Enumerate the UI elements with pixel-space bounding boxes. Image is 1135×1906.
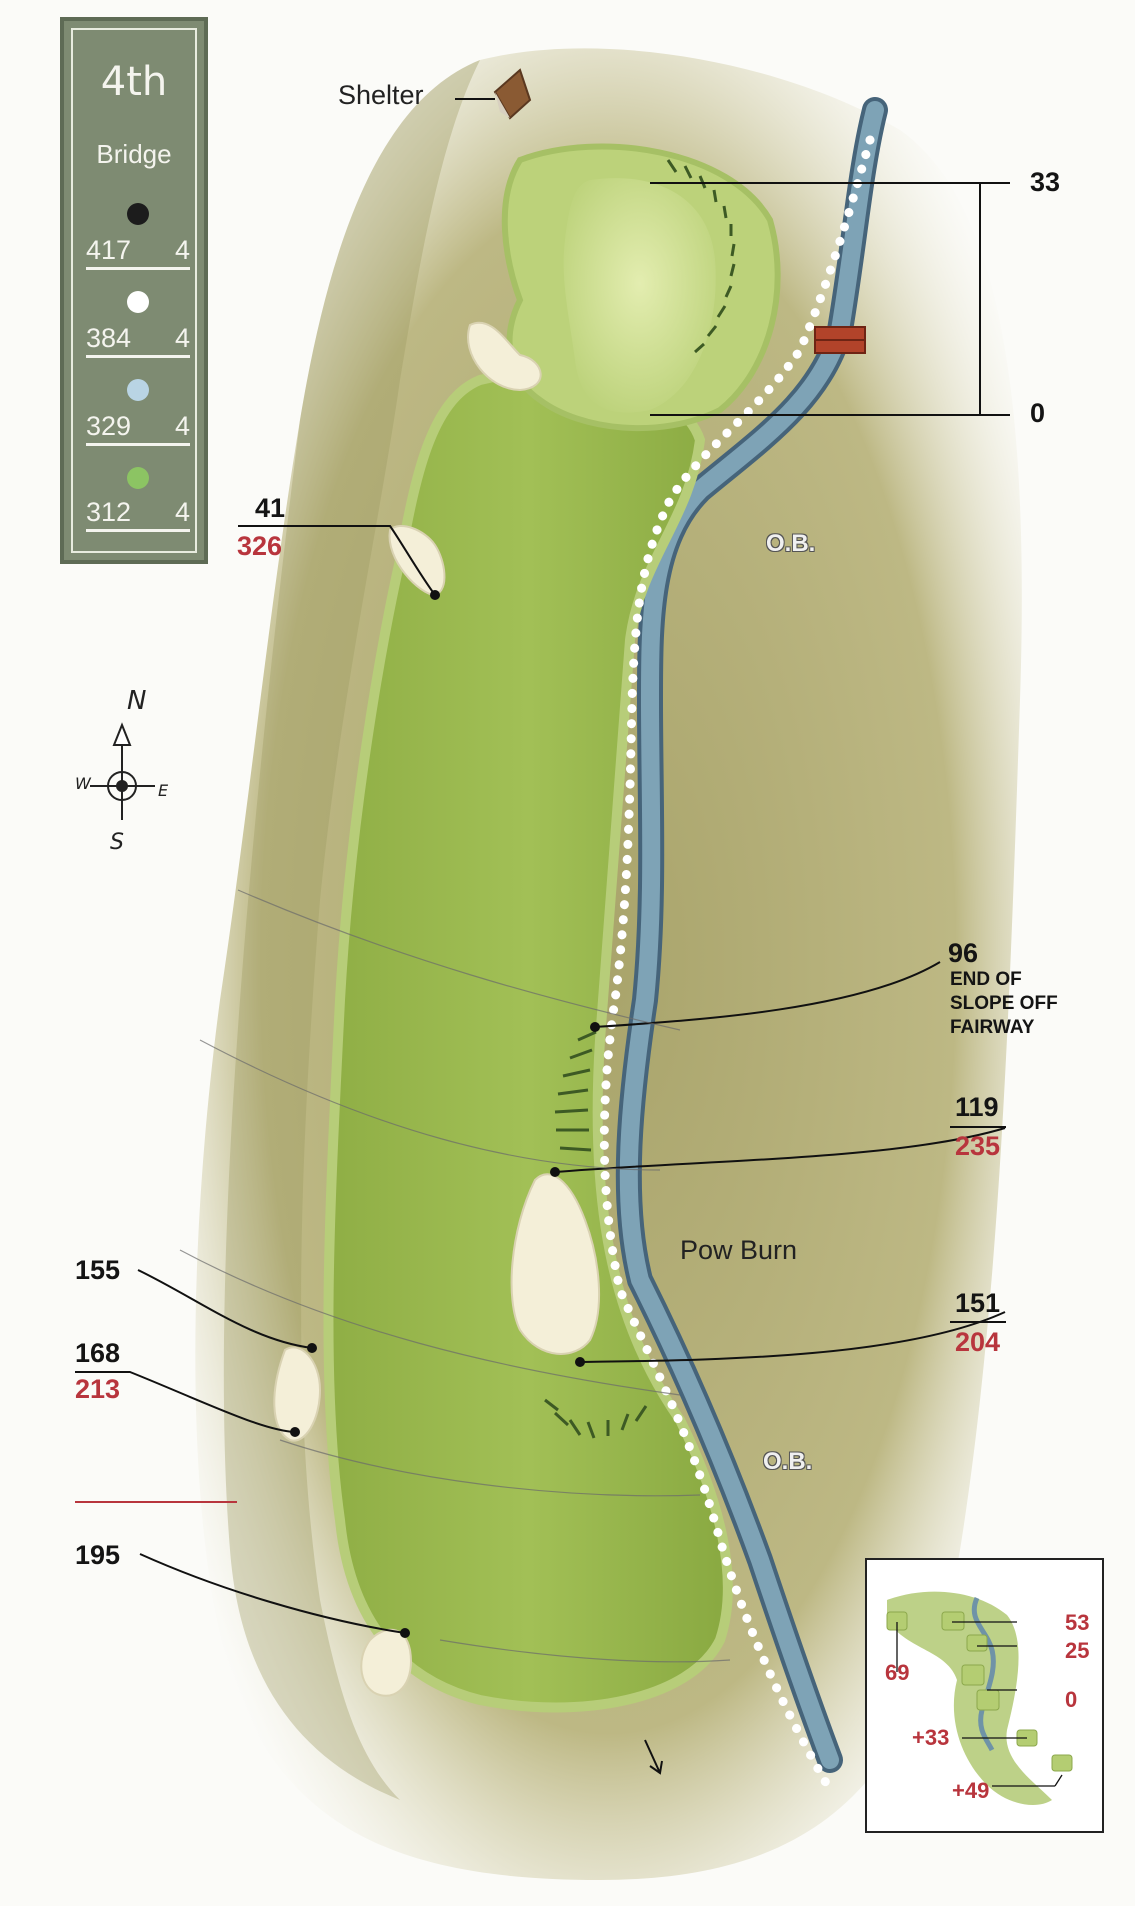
yardage-204: 204 — [955, 1327, 1001, 1357]
yardage-151: 151 — [955, 1288, 1001, 1318]
fairway — [323, 367, 733, 1713]
yardage-119-rule — [950, 1126, 1006, 1128]
out-of-bounds-line — [599, 135, 875, 1795]
tee-row-black: 417 4 — [86, 233, 190, 270]
green-depth-front: 0 — [1030, 398, 1046, 428]
yardage-155: 155 — [75, 1255, 121, 1285]
hole-info-card: 4th Bridge 417 4 384 4 329 4 312 4 — [60, 17, 208, 564]
green-inset-drawing — [886, 1591, 1073, 1805]
water-label: Pow Burn — [680, 1235, 798, 1265]
green-tee-dot — [127, 467, 149, 489]
yardage-41: 41 — [255, 493, 286, 523]
inset-label-plus33: +33 — [912, 1725, 950, 1750]
ob-label-upper: O.B. — [766, 530, 816, 557]
yardage-213: 213 — [75, 1374, 121, 1404]
distance-arcs — [179, 889, 731, 1663]
inset-label-69: 69 — [885, 1660, 910, 1685]
tee-yards: 329 — [86, 411, 132, 441]
fairway-bunker-41 — [388, 525, 446, 597]
inset-label-0: 0 — [1065, 1687, 1078, 1712]
compass-west: W — [75, 774, 91, 793]
tee-par: 4 — [174, 497, 190, 527]
green-slope-hatches — [666, 159, 736, 354]
hole-name: Bridge — [96, 139, 172, 169]
tee-row-green: 312 4 — [86, 495, 190, 532]
fairway-bunker-119 — [510, 1173, 601, 1355]
yardage-151-rule — [950, 1321, 1006, 1323]
tee-row-blue: 329 4 — [86, 409, 190, 446]
greenside-bunker — [467, 321, 542, 392]
shelter-leader — [455, 98, 495, 100]
blue-tee-dot — [127, 379, 149, 401]
tee-row-white: 384 4 — [86, 321, 190, 358]
inset-label-53: 53 — [1065, 1610, 1090, 1635]
compass-north: N — [127, 686, 147, 716]
inset-label-plus49: +49 — [952, 1778, 990, 1803]
tee-direction-arrow — [644, 1739, 663, 1775]
tee-yards: 384 — [86, 323, 132, 353]
green-depth-back: 33 — [1030, 167, 1061, 197]
green-inset-map: 53 25 0 69 +33 +49 — [865, 1558, 1104, 1833]
bunkers — [273, 321, 601, 1697]
yardage-195: 195 — [75, 1540, 121, 1570]
inset-label-25: 25 — [1065, 1638, 1090, 1663]
white-tee-dot — [127, 291, 149, 313]
compass-south: S — [110, 830, 124, 855]
ob-label-lower: O.B. — [763, 1448, 813, 1475]
yardage-235: 235 — [955, 1131, 1001, 1161]
yardage-leader-lines — [75, 525, 1006, 1634]
slope-note-1: END OF — [950, 969, 1022, 990]
compass-rose — [90, 722, 155, 820]
card-border — [71, 28, 197, 553]
fairway-slope-hatches — [544, 1030, 648, 1439]
leader-dots — [290, 590, 600, 1638]
fairway-bunker-155 — [273, 1346, 322, 1442]
compass-east: E — [158, 781, 169, 800]
hole-number: 4th — [100, 59, 168, 105]
yardage-168: 168 — [75, 1338, 121, 1368]
tee-par: 4 — [174, 411, 190, 441]
bridge-icon — [814, 326, 866, 354]
shelter-label: Shelter — [338, 80, 424, 110]
slope-note-3: FAIRWAY — [950, 1017, 1035, 1038]
yardage-96: 96 — [948, 938, 979, 968]
green-depth-bracket — [650, 182, 1010, 416]
black-tee-dot — [127, 203, 149, 225]
putting-green — [563, 178, 716, 413]
slope-note-2: SLOPE OFF — [950, 993, 1058, 1014]
tee-par: 4 — [174, 235, 190, 265]
tee-yards: 417 — [86, 235, 132, 265]
tee-par: 4 — [174, 323, 190, 353]
tee-yards: 312 — [86, 497, 132, 527]
shelter-icon — [493, 68, 532, 120]
yardage-119: 119 — [955, 1092, 999, 1122]
yardage-326: 326 — [237, 531, 283, 561]
